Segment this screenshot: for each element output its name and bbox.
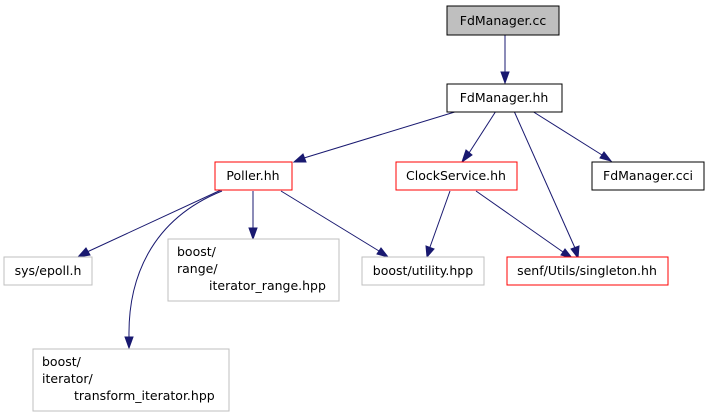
node-fdmanager-cci[interactable]: FdManager.cci (591, 161, 705, 191)
node-box (361, 256, 485, 286)
node-label: FdManager.cci (603, 168, 693, 183)
edges (76, 35, 613, 350)
node-poller-hh[interactable]: Poller.hh (214, 161, 293, 191)
edge-fdmanager-hh-to-singleton-hh (513, 110, 580, 260)
node-fdmanager-hh[interactable]: FdManager.hh (446, 83, 563, 113)
node-box (167, 238, 340, 302)
node-box (446, 83, 563, 113)
edge-poller-hh-to-boost-utility (280, 190, 390, 258)
node-label: senf/Utils/singleton.hh (517, 263, 657, 278)
node-senf-utils-singleton-hh[interactable]: senf/Utils/singleton.hh (506, 256, 669, 286)
node-boost-utility-hpp[interactable]: boost/utility.hpp (361, 256, 485, 286)
node-label-line-2: range/ (177, 261, 218, 276)
edge-clockservice-hh-to-singleton-hh (475, 190, 574, 259)
node-box (591, 161, 705, 191)
node-box (395, 161, 518, 191)
node-boost-iterator-transform-iterator[interactable]: boost/ iterator/ transform_iterator.hpp (32, 348, 230, 412)
node-box (214, 161, 293, 191)
edge-poller-hh-to-sys-epoll-h (76, 189, 222, 258)
node-clockservice-hh[interactable]: ClockService.hh (395, 161, 518, 191)
node-box (506, 256, 669, 286)
node-label-line-1: boost/ (177, 244, 217, 259)
node-label-line-2: iterator/ (42, 371, 94, 386)
edge-poller-hh-to-transform-iterator (124, 190, 223, 350)
edge-fdmanager-hh-to-poller-hh (292, 110, 459, 163)
node-boost-range-iterator-range[interactable]: boost/ range/ iterator_range.hpp (167, 238, 340, 302)
node-label-line-1: boost/ (42, 354, 82, 369)
edge-fdmanager-cc-to-fdmanager-hh (500, 35, 510, 85)
node-box (446, 5, 560, 36)
node-label: Poller.hh (226, 168, 279, 183)
node-sys-epoll-h[interactable]: sys/epoll.h (3, 256, 93, 286)
node-label-line-3: transform_iterator.hpp (74, 388, 215, 403)
edge-fdmanager-hh-to-clockservice-hh (461, 110, 497, 164)
edge-fdmanager-hh-to-fdmanager-cci (531, 110, 613, 162)
node-label: boost/utility.hpp (373, 263, 473, 278)
node-label-line-3: iterator_range.hpp (209, 278, 326, 293)
node-box (32, 348, 230, 412)
node-label: FdManager.hh (460, 90, 549, 105)
edge-poller-hh-to-iterator-range (248, 191, 258, 241)
node-fdmanager-cc[interactable]: FdManager.cc (446, 5, 560, 36)
node-box (3, 256, 93, 286)
node-label: ClockService.hh (406, 168, 506, 183)
node-label: sys/epoll.h (15, 263, 82, 278)
node-label: FdManager.cc (460, 13, 547, 28)
edge-clockservice-hh-to-boost-utility (425, 190, 451, 259)
